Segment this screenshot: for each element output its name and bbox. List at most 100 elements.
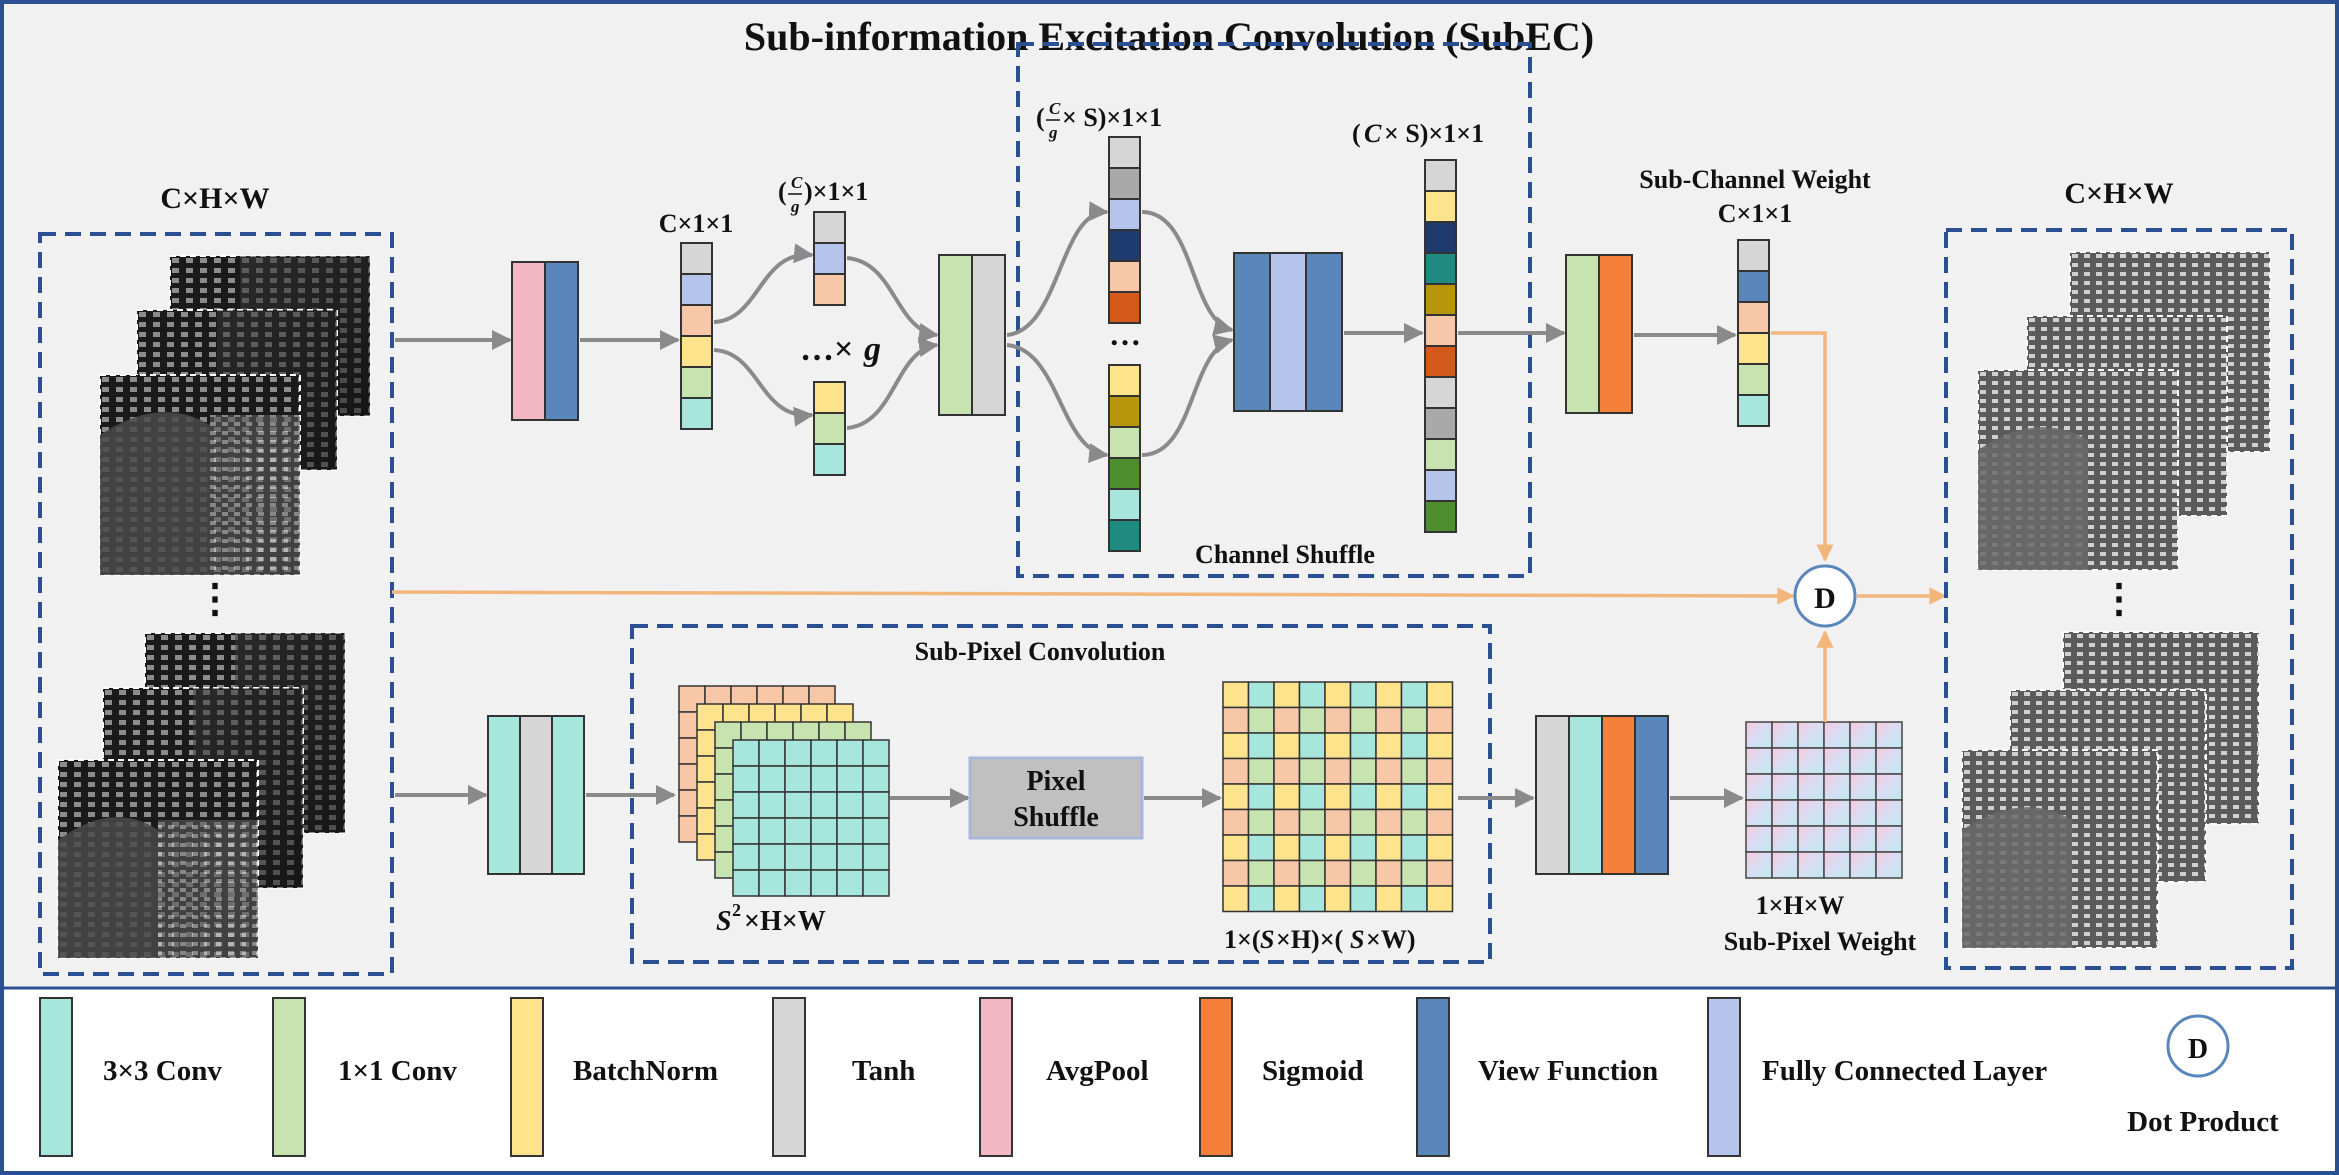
svg-text:2: 2 [732, 900, 741, 920]
svg-text:(: ( [1036, 103, 1045, 132]
svg-text:C: C [791, 173, 803, 192]
svg-text:(: ( [778, 177, 787, 206]
feature-map-cell [758, 869, 786, 897]
group-vector-bottom [813, 381, 846, 476]
shuffled-map-cell [1298, 681, 1326, 709]
legend-swatch [1199, 997, 1233, 1157]
pixel-shuffle-box [968, 756, 1144, 840]
pixel-weight-cell [1875, 799, 1903, 827]
pixel-weight-cell [1823, 773, 1851, 801]
pixel-weight-cell [1875, 721, 1903, 749]
legend-label: Fully Connected Layer [1762, 1055, 2047, 1087]
shuffle-merge-up [1141, 210, 1234, 336]
shuffled-map-cell [1349, 834, 1377, 862]
shuffled-map-cell [1349, 681, 1377, 709]
shuffle-split-up [1006, 201, 1109, 337]
shuffled-map-cell [1375, 783, 1403, 811]
one-hw-label: 1×H×W [1756, 891, 1845, 920]
shuffled-map-cell [1273, 783, 1301, 811]
group-vector-top [813, 211, 846, 306]
grouped-vector-bottom [1108, 364, 1141, 552]
shuffled-map-cell [1349, 757, 1377, 785]
input-stack-top [99, 255, 371, 576]
svg-text:S: S [716, 906, 732, 937]
shuffled-map-cell [1273, 681, 1301, 709]
feature-map-cell [810, 765, 838, 793]
cg11-label: ( C g )×1×1 [778, 173, 868, 216]
output-stack-top [1977, 251, 2271, 571]
conv1x1-tanh-block [938, 254, 1006, 416]
shuffled-map-cell [1349, 732, 1377, 760]
legend-label: AvgPool [1046, 1055, 1149, 1087]
shuffled-map-cell [1298, 706, 1326, 734]
feature-map-cell [836, 869, 864, 897]
shuffled-map-cell [1400, 834, 1428, 862]
shuffled-map-cell [1426, 732, 1454, 760]
pixel-weight-cell [1875, 851, 1903, 879]
legend-dot-product: D Dot Product [2127, 1014, 2279, 1138]
feature-map-layer [732, 739, 890, 897]
legend-label: BatchNorm [573, 1055, 718, 1087]
input-dims-label: C×H×W [160, 182, 269, 215]
shuffled-dims-label: 1×( S ×H)×( S ×W) [1224, 925, 1415, 954]
sub-pixel-weight-label: Sub-Pixel Weight [1724, 927, 1917, 956]
legend-label: Sigmoid [1262, 1055, 1364, 1087]
shuffled-map-cell [1400, 681, 1428, 709]
shuffled-map-cell [1426, 885, 1454, 913]
pixel-weight-cell [1797, 799, 1825, 827]
pixel-weight-cell [1771, 799, 1799, 827]
shuffled-map-cell [1247, 885, 1275, 913]
grouped-vector-top [1108, 136, 1141, 324]
shuffled-map-cell [1426, 783, 1454, 811]
legend-item: Tanh [772, 997, 915, 1157]
legend-item: Sigmoid [1199, 997, 1364, 1157]
pixel-weight-cell [1745, 773, 1773, 801]
conv3x3-tanh-conv3x3-block [487, 715, 585, 875]
svg-text:(: ( [1352, 119, 1361, 148]
svg-text:C: C [1049, 99, 1061, 118]
pixel-weight-cell [1797, 747, 1825, 775]
shuffled-map-cell [1324, 757, 1352, 785]
shuffled-map-cell [1273, 808, 1301, 836]
pixel-weight-cell [1849, 851, 1877, 879]
pixel-weight-cell [1797, 773, 1825, 801]
legend-label: View Function [1478, 1055, 1658, 1087]
shuffled-map-cell [1400, 859, 1428, 887]
feature-map-cell [758, 791, 786, 819]
feature-map-cell [732, 843, 760, 871]
pixel-weight-cell [1771, 747, 1799, 775]
shuffled-map-cell [1375, 681, 1403, 709]
shuffle-merge-down [1141, 334, 1234, 457]
c11-label: C×1×1 [659, 209, 733, 238]
pixel-weight-cell [1745, 825, 1773, 853]
shuffled-map-cell [1426, 681, 1454, 709]
shuffled-map-cell [1298, 834, 1326, 862]
s2-feature-maps [678, 685, 890, 897]
shuffled-map-cell [1247, 783, 1275, 811]
feature-map-cell [732, 765, 760, 793]
sub-pixel-conv-label: Sub-Pixel Convolution [915, 637, 1166, 666]
feature-map-cell [810, 869, 838, 897]
shuffled-feature-map [1222, 681, 1454, 913]
shuffled-map-cell [1349, 783, 1377, 811]
feature-map-cell [810, 791, 838, 819]
pixel-weight-cell [1875, 825, 1903, 853]
shuffled-map-cell [1222, 859, 1250, 887]
view-fc-view-block [1233, 252, 1343, 412]
shuffled-map-cell [1298, 732, 1326, 760]
pixel-weight-cell [1823, 799, 1851, 827]
pixel-weight-cell [1745, 799, 1773, 827]
svg-text:S: S [1350, 925, 1364, 954]
pixel-weight-cell [1823, 825, 1851, 853]
pixel-weight-cell [1849, 747, 1877, 775]
svg-text:g: g [863, 331, 881, 368]
channel-shuffle-frame [1016, 42, 1532, 578]
feature-map-cell [862, 791, 890, 819]
input-frame [38, 232, 394, 976]
svg-text:1×(: 1×( [1224, 925, 1260, 954]
pixel-weight-cell [1745, 721, 1773, 749]
grouped-ellipsis: … [1109, 316, 1141, 352]
legend-item: View Function [1416, 997, 1658, 1157]
feature-map-cell [836, 791, 864, 819]
feature-map-cell [862, 869, 890, 897]
